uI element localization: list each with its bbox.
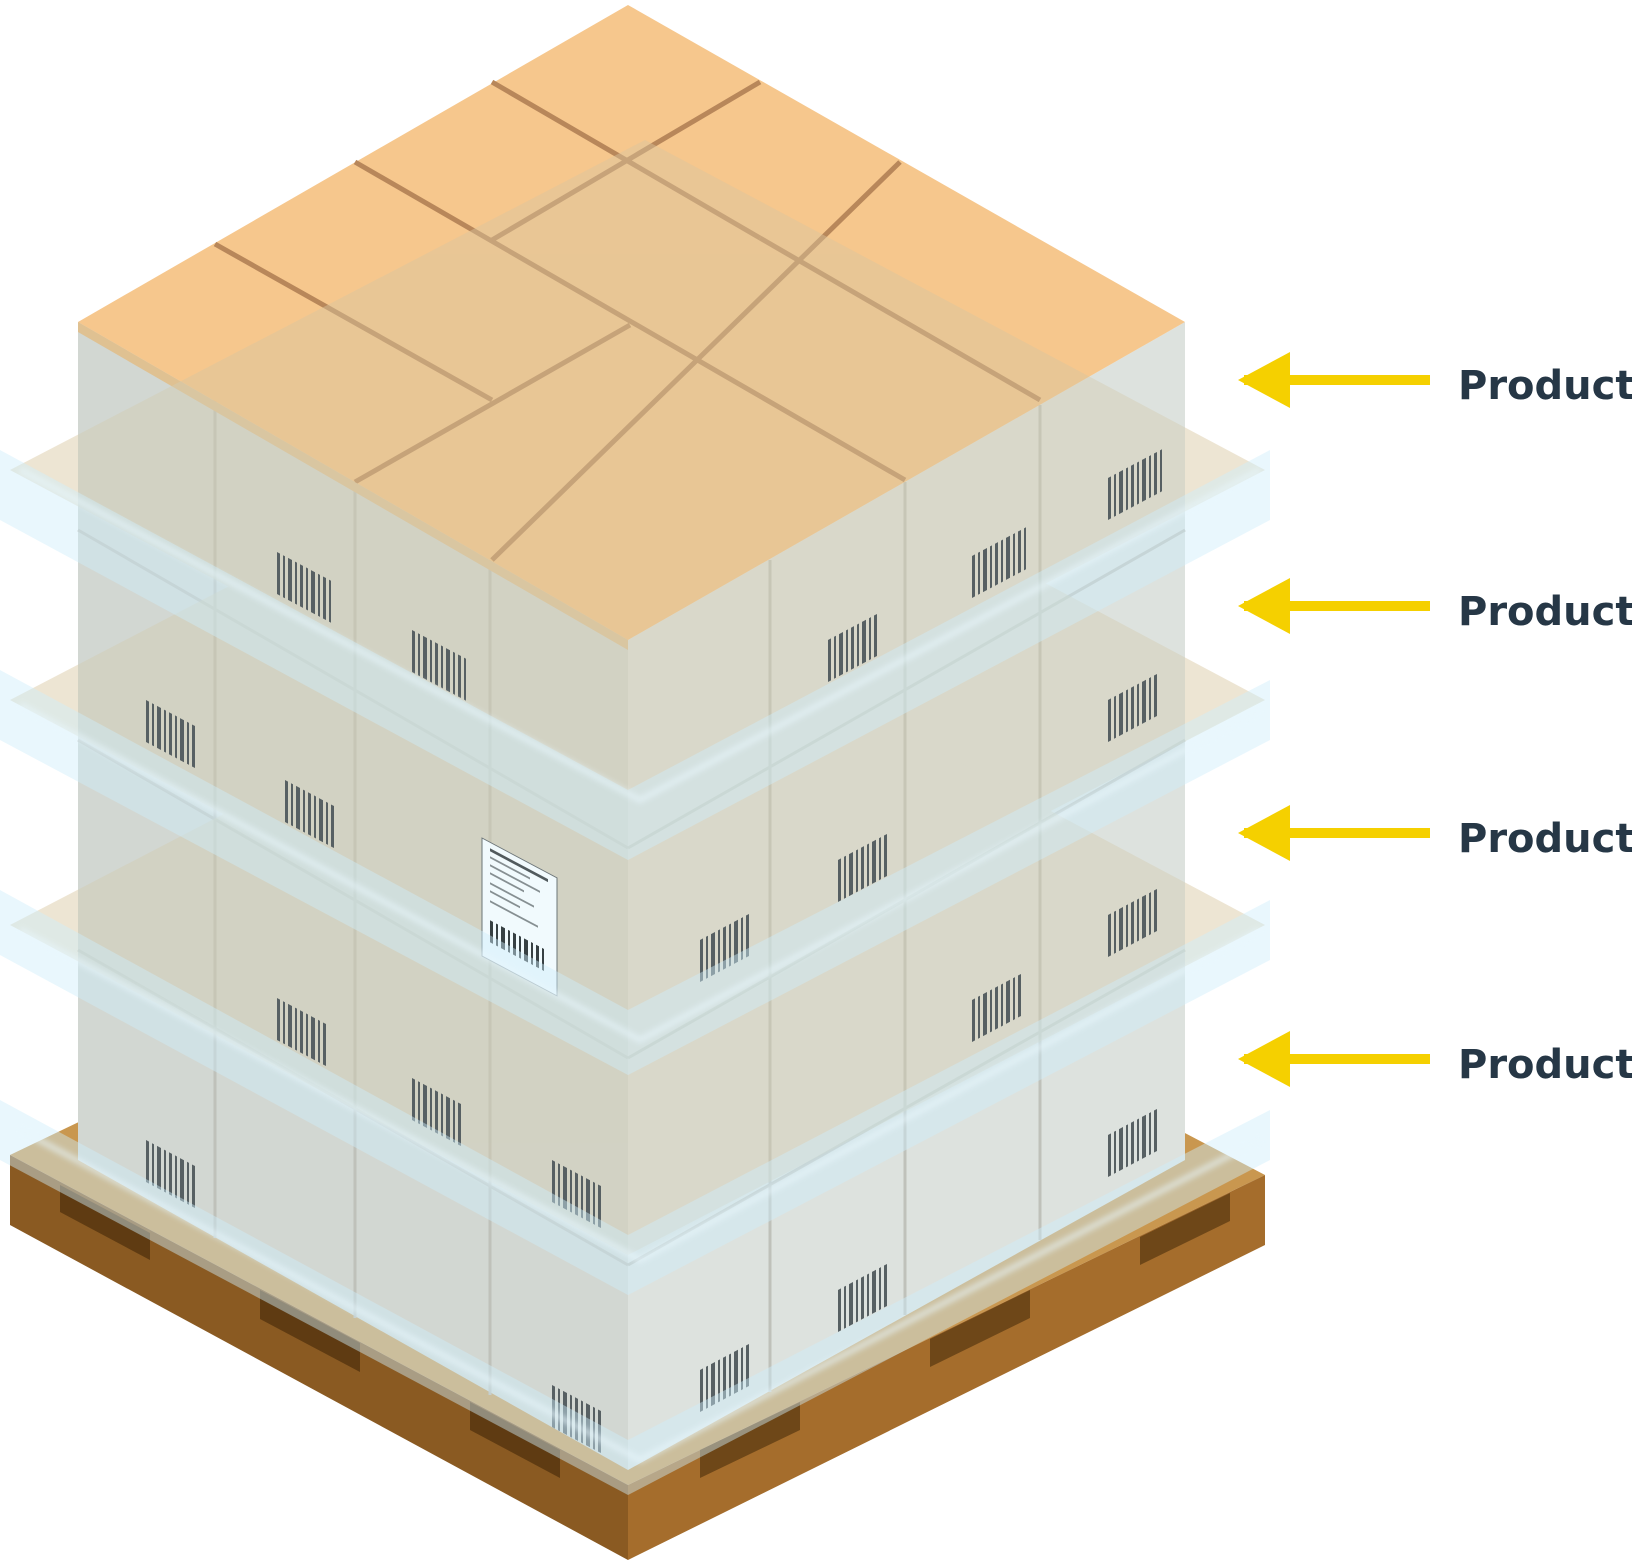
box-stack-top: [78, 5, 1185, 650]
stretch-wrap-film: [0, 322, 1270, 1495]
product-label: Product: [1458, 589, 1632, 635]
barcode-icon: [146, 449, 1162, 1454]
product-label: Product: [1458, 1042, 1632, 1088]
product-label: Product: [1458, 816, 1632, 862]
shipping-label-icon: [481, 837, 558, 997]
product-label: Product: [1458, 363, 1632, 409]
arrow-left-icon: [1238, 352, 1430, 1087]
